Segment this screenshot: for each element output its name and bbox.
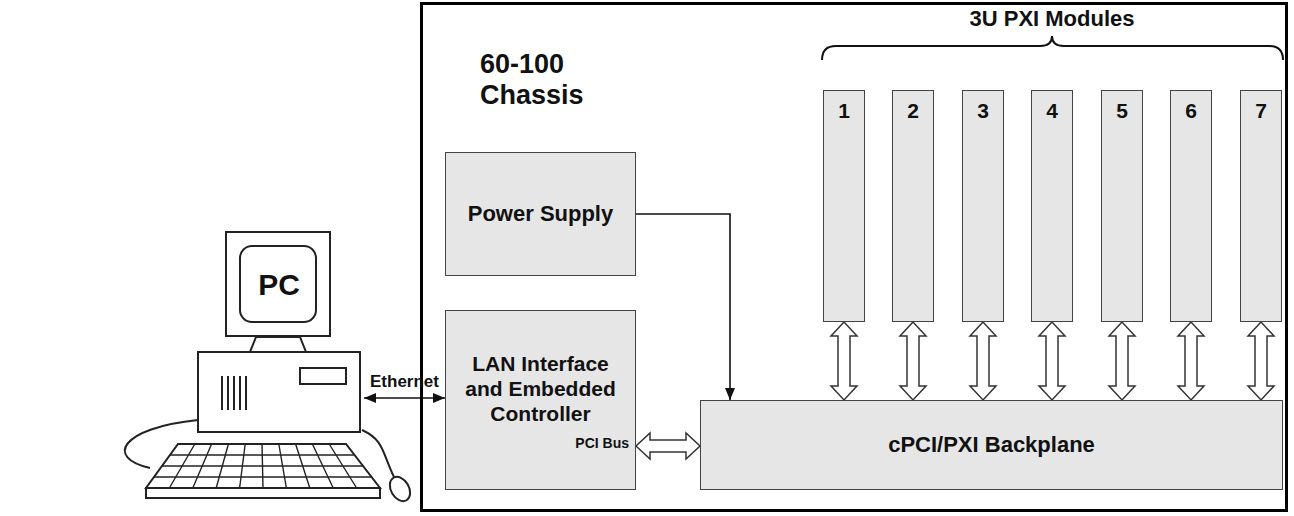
- connector: [636, 433, 700, 459]
- module-slot: 7: [1240, 90, 1282, 322]
- module-slot: 3: [962, 90, 1004, 322]
- module-number: 1: [824, 91, 864, 123]
- box-label: LAN Interface and Embedded Controller: [446, 311, 635, 426]
- key-col: [240, 444, 246, 488]
- connector: [364, 393, 445, 403]
- connector-line: [636, 214, 730, 400]
- key-col: [262, 444, 263, 488]
- box-label: cPCI/PXI Backplane: [882, 432, 1101, 458]
- chassis-box: 60-100 ChassisPower SupplyLAN Interface …: [420, 2, 1288, 512]
- computer-case: [198, 352, 360, 432]
- vent-line: [233, 376, 235, 410]
- vent-line: [245, 376, 247, 410]
- keyboard: [146, 444, 380, 488]
- key-col: [312, 444, 333, 488]
- connector: [1178, 322, 1204, 400]
- bus-arrow: [970, 322, 996, 400]
- screen-label: PC: [240, 265, 318, 305]
- keyboard-front: [146, 488, 380, 498]
- module-slot: 1: [823, 90, 865, 322]
- bus-arrow: [1039, 322, 1065, 400]
- bus-arrow: [1178, 322, 1204, 400]
- arrowhead: [725, 388, 735, 400]
- connector: [900, 322, 926, 400]
- power-supply-box: Power Supply: [445, 152, 636, 276]
- module-slot: 5: [1101, 90, 1143, 322]
- edge-label: Ethernet: [370, 372, 439, 392]
- mouse-cord: [362, 430, 394, 477]
- connector: [1039, 322, 1065, 400]
- pc-illustration: [125, 232, 414, 505]
- connector-line: [364, 397, 445, 399]
- connector: [1248, 322, 1274, 400]
- computer-node: PC: [196, 230, 364, 434]
- vent-line: [221, 376, 223, 410]
- connector: [636, 214, 735, 400]
- drive-slot: [300, 368, 346, 384]
- backplane-box: cPCI/PXI Backplane: [700, 400, 1283, 490]
- bus-arrow: [1248, 322, 1274, 400]
- module-number: 3: [963, 91, 1003, 123]
- module-number: 5: [1102, 91, 1142, 123]
- monitor-stand: [250, 337, 306, 352]
- vent-line: [239, 376, 241, 410]
- bus-arrow: [900, 322, 926, 400]
- connector: [970, 322, 996, 400]
- key-col: [279, 444, 287, 488]
- module-number: 2: [893, 91, 933, 123]
- module-number: 6: [1171, 91, 1211, 123]
- module-slot: 4: [1031, 90, 1073, 322]
- key-col: [296, 444, 310, 488]
- bus-arrow: [831, 322, 857, 400]
- keyboard-keys: [154, 444, 372, 488]
- key-col: [169, 444, 194, 488]
- controller-box: LAN Interface and Embedded ControllerPCI…: [445, 310, 636, 490]
- connector: [1109, 322, 1135, 400]
- monitor-frame: [226, 232, 330, 336]
- arrowhead: [433, 393, 445, 403]
- bus-arrow: [636, 433, 700, 459]
- key-col: [193, 444, 212, 488]
- box-label: Power Supply: [462, 201, 619, 227]
- connector: [831, 322, 857, 400]
- key-col: [329, 444, 356, 488]
- module-number: 7: [1241, 91, 1281, 123]
- module-slot: 6: [1170, 90, 1212, 322]
- arrowhead: [364, 393, 376, 403]
- module-slot: 2: [892, 90, 934, 322]
- vent-line: [227, 376, 229, 410]
- mouse: [386, 473, 415, 505]
- group-label: 3U PXI Modules: [969, 6, 1134, 32]
- module-number: 4: [1032, 91, 1072, 123]
- chassis-title: 60-100 Chassis: [480, 49, 630, 111]
- bracket: [822, 36, 1283, 60]
- bus-label: PCI Bus: [575, 435, 629, 451]
- key-col: [216, 444, 228, 488]
- bus-arrow: [1109, 322, 1135, 400]
